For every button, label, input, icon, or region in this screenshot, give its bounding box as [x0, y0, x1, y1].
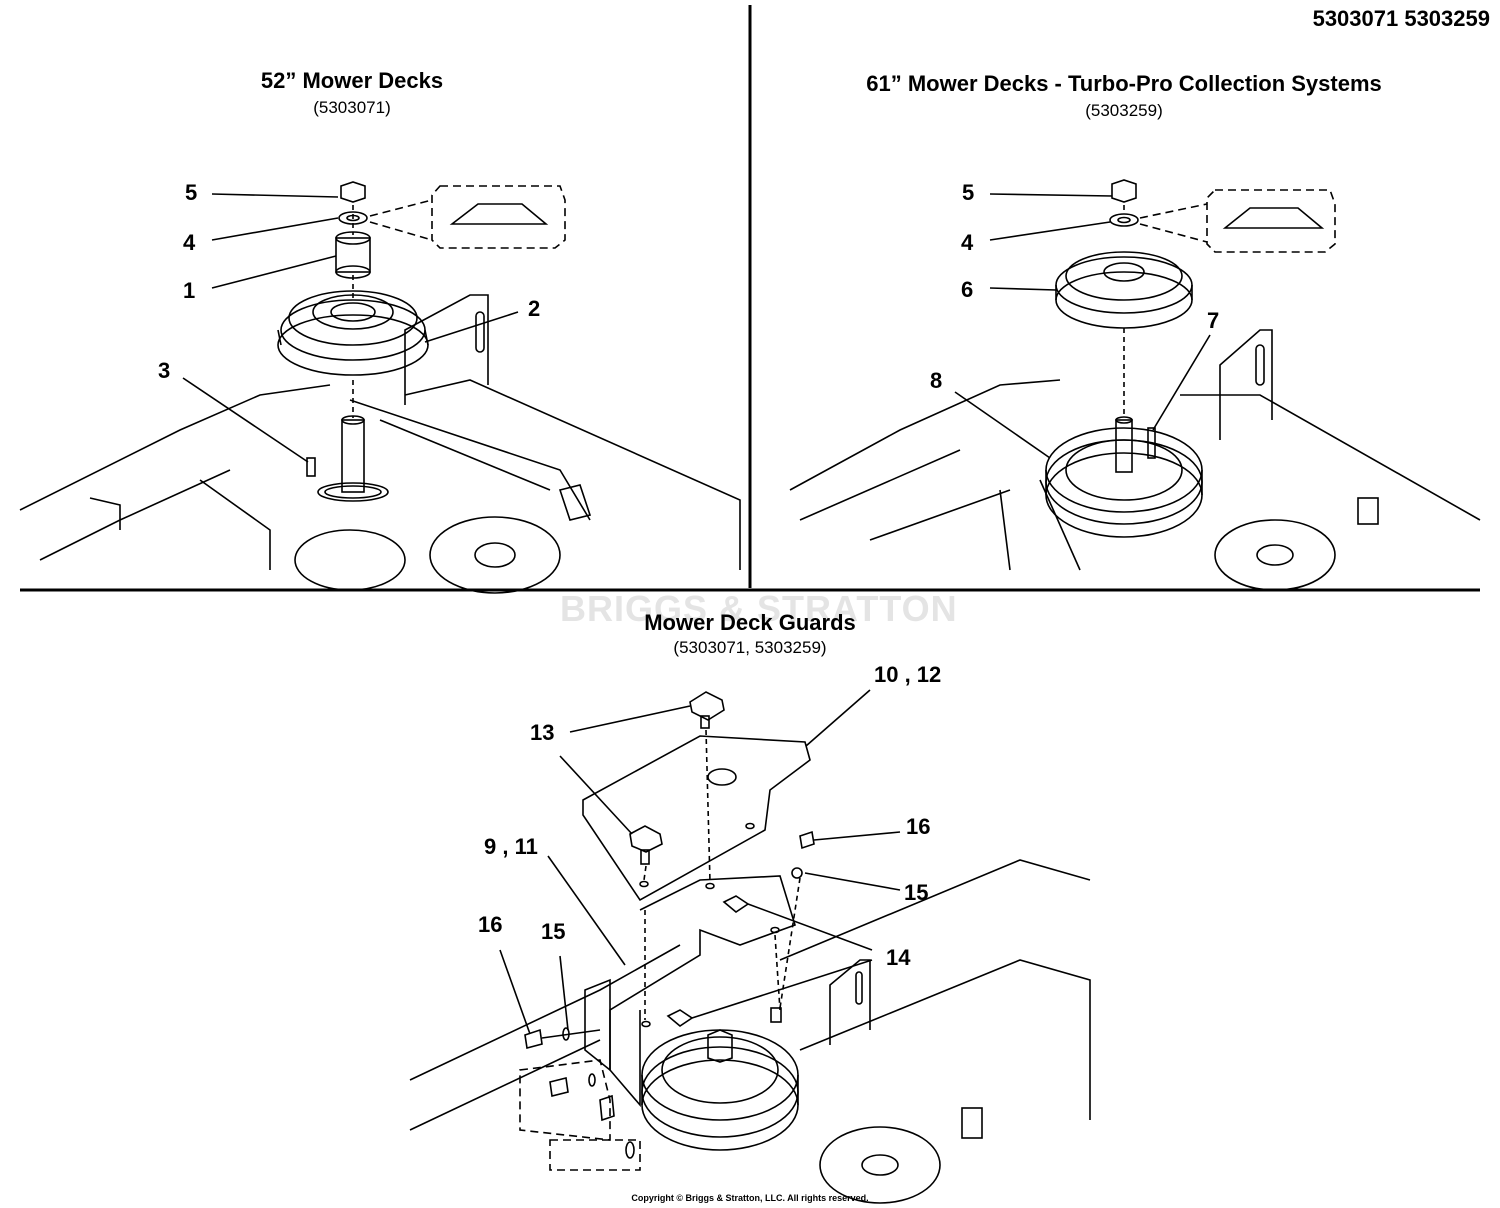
- callout-7: 7: [1207, 308, 1220, 333]
- top-left-drawing: [19, 181, 741, 594]
- callout-6: 6: [961, 277, 974, 302]
- panel-title-61: 61” Mower Decks - Turbo-Pro Collection S…: [866, 71, 1382, 96]
- callout-3: 3: [158, 358, 171, 383]
- callout-16-left: 16: [478, 912, 503, 937]
- callout-16-right: 16: [906, 814, 931, 839]
- callout-8: 8: [930, 368, 943, 393]
- watermark: BRIGGS & STRATTON: [560, 588, 958, 629]
- callout-13: 13: [530, 720, 555, 745]
- panel-title-52: 52” Mower Decks: [260, 68, 444, 93]
- callout-9-11: 9 , 11: [484, 834, 538, 859]
- callout-4-61: 4: [961, 230, 974, 255]
- copyright-notice: Copyright © Briggs & Stratton, LLC. All …: [631, 1193, 869, 1203]
- callout-1: 1: [183, 278, 196, 303]
- panel-subtitle-61: (5303259): [1085, 101, 1163, 120]
- callout-5-61: 5: [962, 180, 975, 205]
- callout-15-right: 15: [904, 880, 929, 905]
- callout-5: 5: [185, 180, 198, 205]
- document-id: 5303071 5303259: [1312, 6, 1490, 31]
- panel-title-guards: Mower Deck Guards: [644, 610, 856, 635]
- bottom-drawing: [409, 689, 1091, 1204]
- panel-subtitle-guards: (5303071, 5303259): [673, 638, 827, 657]
- callout-14: 14: [886, 945, 911, 970]
- callout-4: 4: [183, 230, 196, 255]
- top-right-drawing: [789, 179, 1481, 591]
- panel-subtitle-52: (5303071): [313, 98, 391, 117]
- callout-2: 2: [528, 296, 541, 321]
- callout-15-left: 15: [541, 919, 566, 944]
- callout-10-12: 10 , 12: [874, 662, 942, 687]
